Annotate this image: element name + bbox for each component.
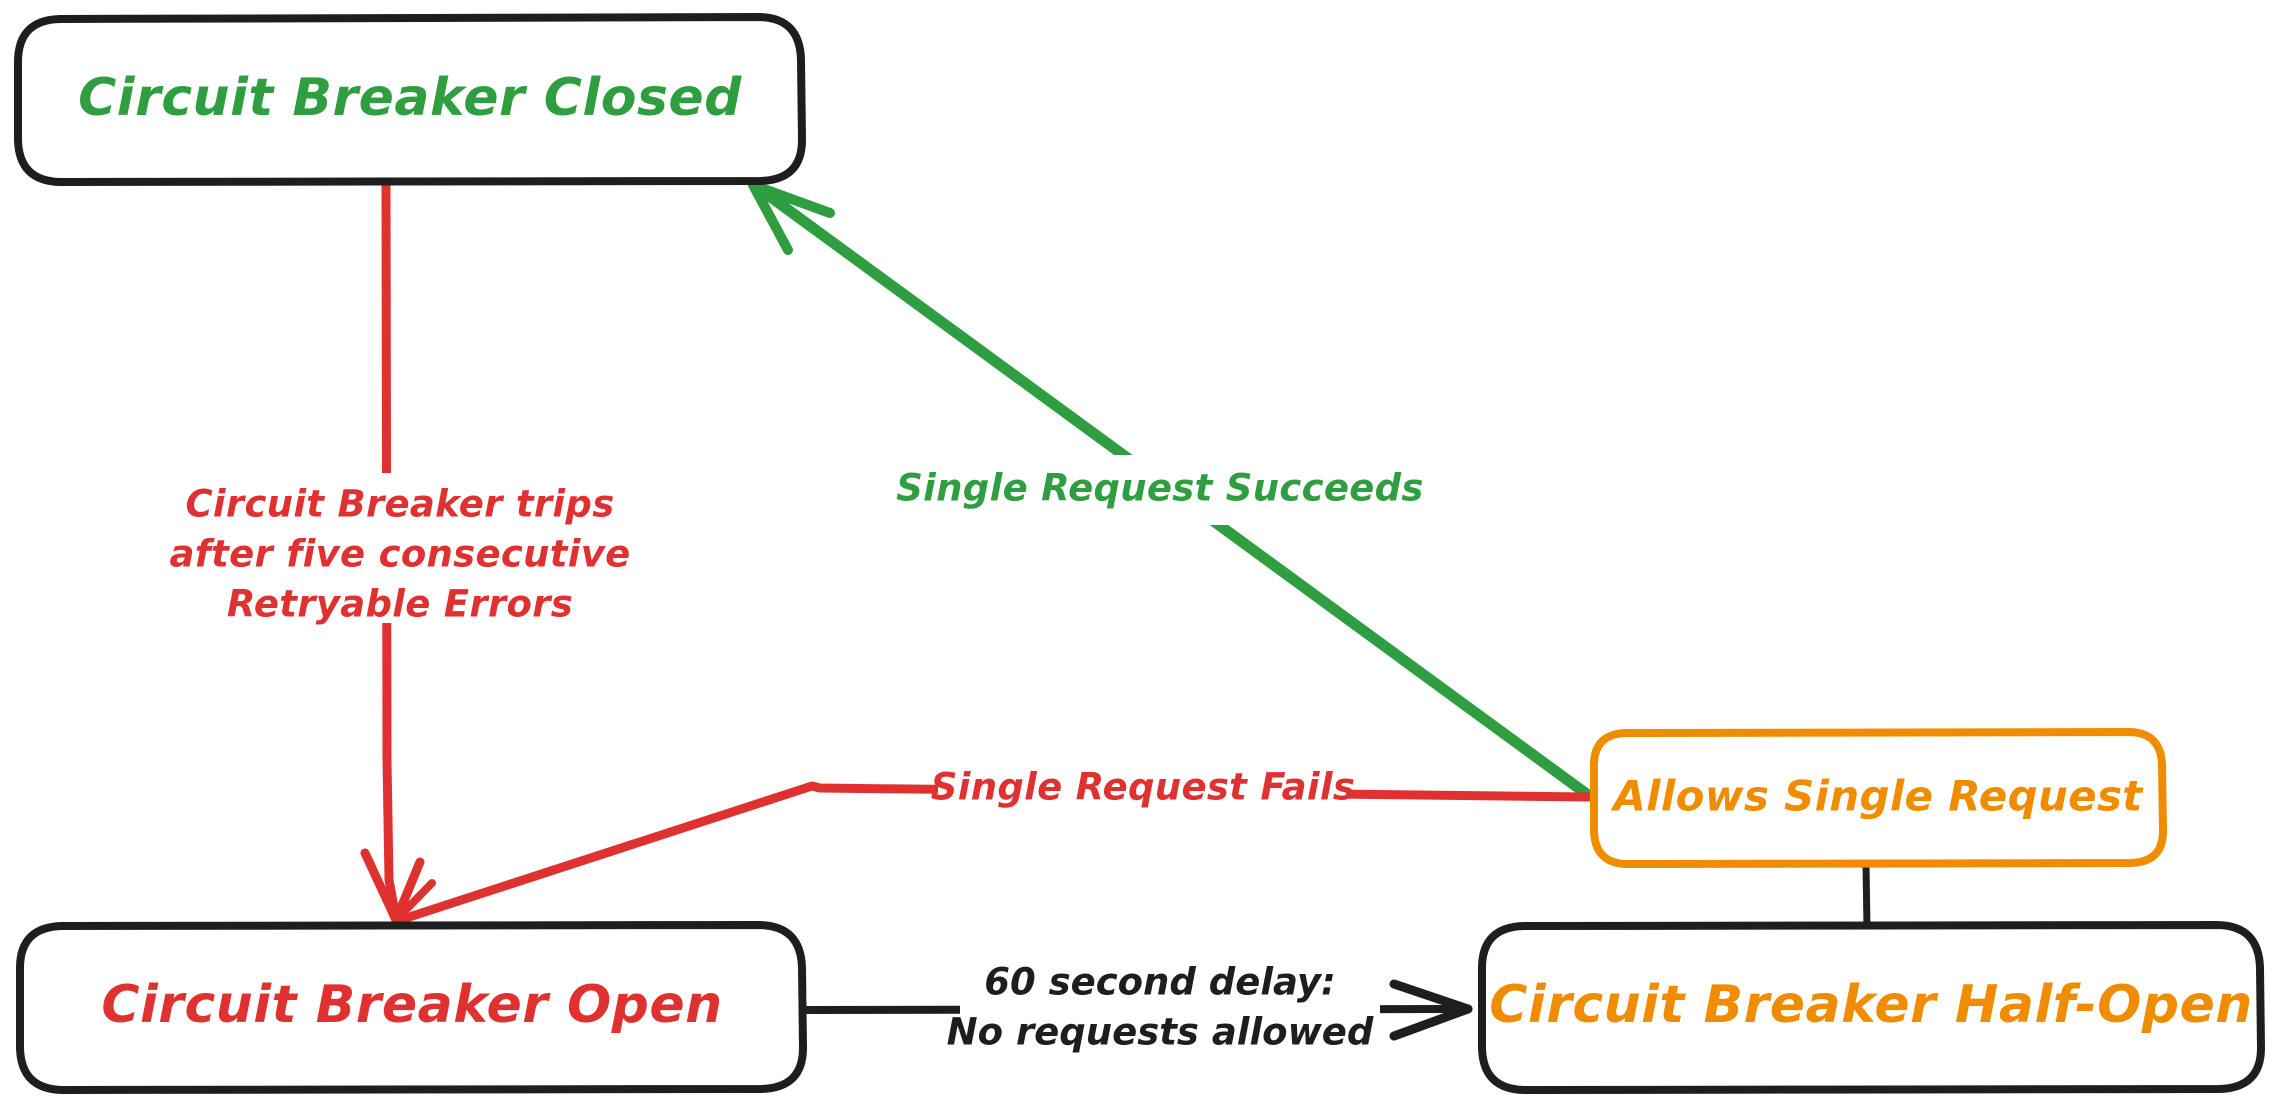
edge-label-delay-bg xyxy=(960,950,1380,1070)
arrowhead-stroke xyxy=(748,180,835,218)
edge-label-closed-to-open-bg xyxy=(210,473,630,623)
edge-label-succeeds: Single Request Succeeds xyxy=(896,467,1424,510)
node-allows-single-border xyxy=(1590,728,2167,868)
edge-closed-to-open xyxy=(360,178,436,925)
edge-label-allows-to-closed: Single Request Succeeds xyxy=(896,455,1424,525)
edge-halfopen-to-allows-line xyxy=(1862,860,1871,932)
edge-closed-to-open-line xyxy=(381,178,401,923)
node-half-open-label: Circuit Breaker Half-Open xyxy=(1489,975,2253,1035)
edge-label-line-1: Circuit Breaker trips xyxy=(185,483,614,526)
arrowhead-stroke xyxy=(1389,1004,1473,1041)
node-circuit-breaker-open[interactable]: Circuit Breaker Open xyxy=(16,921,807,1094)
edge-label-line-2: after five consecutive xyxy=(169,533,630,576)
edge-label-line-3: Retryable Errors xyxy=(227,583,573,626)
arrowhead-stroke xyxy=(1389,979,1473,1014)
edge-label-delay-line-2: No requests allowed xyxy=(947,1011,1374,1054)
edge-halfopen-to-allows xyxy=(1862,860,1871,932)
edge-label-fails-bg xyxy=(938,760,1348,818)
node-closed-border xyxy=(14,13,806,186)
node-open-border xyxy=(16,921,807,1094)
node-circuit-breaker-half-open[interactable]: Circuit Breaker Half-Open xyxy=(1478,921,2265,1094)
arrowhead-stroke xyxy=(360,848,401,925)
edge-label-delay-line-1: 60 second delay: xyxy=(984,961,1336,1004)
node-half-open-border xyxy=(1478,921,2265,1094)
edge-label-open-to-halfopen: 60 second delay: No requests allowed xyxy=(947,950,1380,1070)
node-circuit-breaker-closed[interactable]: Circuit Breaker Closed xyxy=(14,13,806,186)
node-open-label: Circuit Breaker Open xyxy=(101,975,722,1035)
arrowhead-stroke xyxy=(392,879,436,924)
node-allows-single-request[interactable]: Allows Single Request xyxy=(1590,728,2167,868)
edge-label-fails: Single Request Fails xyxy=(931,766,1355,809)
arrowhead-stroke xyxy=(748,180,793,255)
node-allows-single-label: Allows Single Request xyxy=(1610,772,2144,821)
edge-label-allows-to-open: Single Request Fails xyxy=(931,760,1355,818)
node-closed-label: Circuit Breaker Closed xyxy=(78,68,742,128)
edge-label-closed-to-open: Circuit Breaker trips after five consecu… xyxy=(169,473,630,626)
edge-label-succeeds-bg xyxy=(910,455,1410,525)
